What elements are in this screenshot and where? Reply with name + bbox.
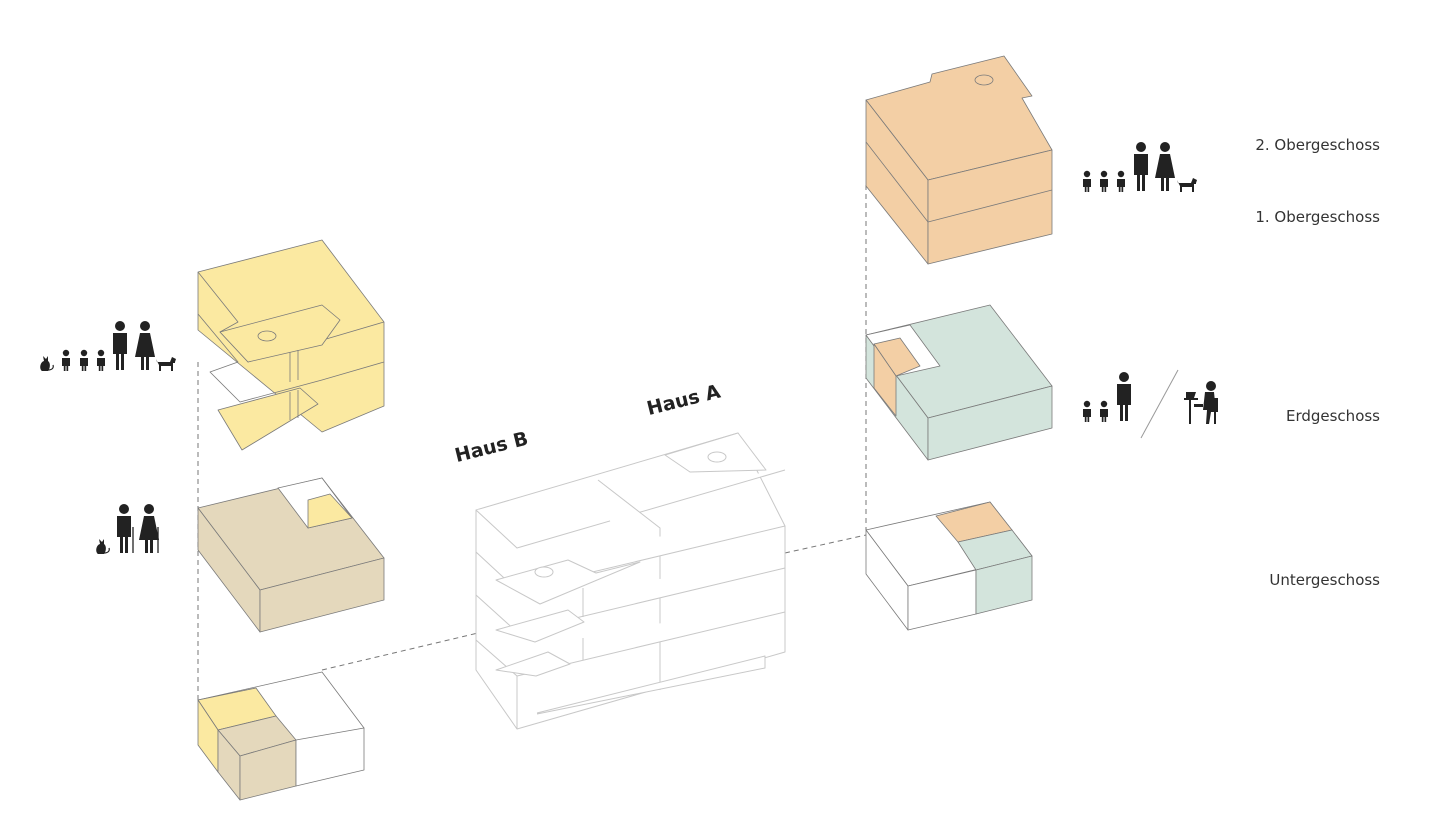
haus-b-upper-floors [197,239,385,451]
haus-a-basement [865,501,1033,631]
floor-label-2-obergeschoss: 2. Obergeschoss [1255,136,1380,154]
family-with-dog-icon [1083,142,1197,192]
parent-with-children-icon [1083,372,1131,422]
senior-couple-with-cat-icon [95,504,159,555]
divider-slash [1140,369,1179,439]
haus-b-basement [197,671,365,801]
central-ghost-building [475,432,786,730]
floor-label-untergeschoss: Untergeschoss [1269,571,1380,589]
haus-a-upper-floors [865,55,1053,265]
person-at-desk-icon [1184,381,1218,424]
family-with-cat-and-dog-icon [39,321,176,372]
floor-label-erdgeschoss: Erdgeschoss [1285,407,1380,425]
haus-a-ground-floor [865,304,1053,461]
floor-label-1-obergeschoss: 1. Obergeschoss [1255,208,1380,226]
haus-b-ground-floor [197,477,385,633]
